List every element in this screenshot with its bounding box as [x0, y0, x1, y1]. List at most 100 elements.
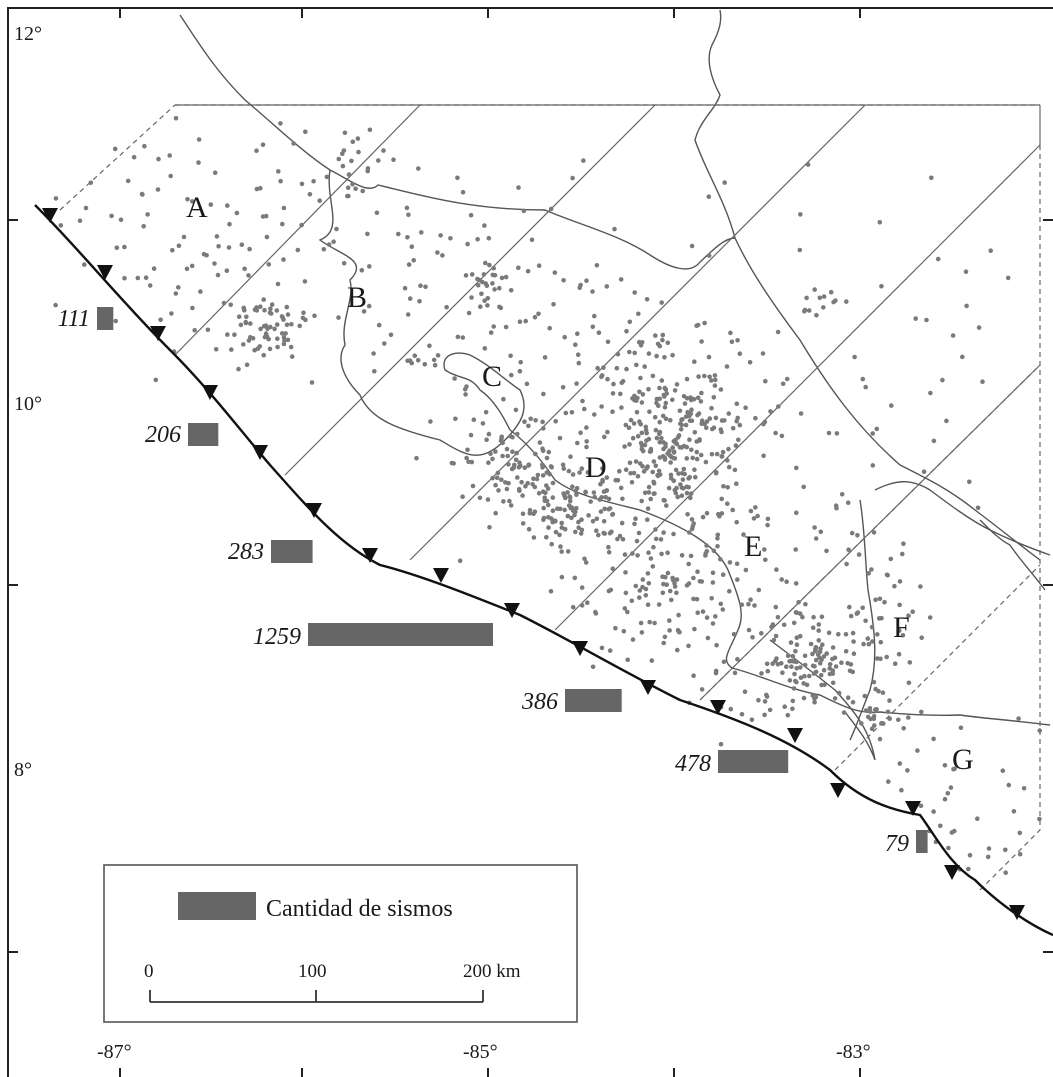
- epicenter-dot: [622, 606, 628, 611]
- epicenter-dot: [487, 525, 492, 530]
- epicenter-dot: [184, 266, 190, 272]
- epicenter-dot: [526, 526, 532, 532]
- epicenter-dot: [899, 787, 904, 793]
- epicenter-dot: [636, 530, 642, 536]
- epicenter-dot: [269, 302, 275, 307]
- epicenter-dot: [704, 543, 709, 548]
- epicenter-dot: [695, 322, 701, 328]
- epicenter-dot: [506, 462, 511, 467]
- epicenter-dot: [662, 457, 668, 462]
- epicenter-dot: [793, 610, 799, 615]
- epicenter-dot: [843, 632, 849, 637]
- epicenter-dot: [570, 604, 576, 610]
- epicenter-dot: [794, 635, 800, 640]
- epicenter-dot: [479, 291, 484, 297]
- epicenter-dot: [791, 620, 797, 626]
- epicenter-dot: [548, 589, 554, 594]
- epicenter-dot: [550, 495, 556, 500]
- epicenter-dot: [345, 185, 351, 190]
- epicenter-dot: [775, 329, 781, 335]
- epicenter-dot: [579, 517, 584, 522]
- epicenter-dot: [794, 510, 799, 516]
- epicenter-dot: [388, 332, 394, 338]
- epicenter-dot: [601, 365, 606, 370]
- epicenter-dot: [900, 551, 905, 557]
- epicenter-dot: [396, 231, 401, 237]
- epicenter-dot: [760, 351, 766, 356]
- epicenter-dot: [841, 710, 847, 715]
- epicenter-dot: [671, 531, 676, 537]
- epicenter-dot: [785, 653, 791, 659]
- epicenter-dot: [637, 389, 642, 395]
- epicenter-dot: [605, 376, 610, 382]
- epicenter-dot: [887, 698, 892, 703]
- epicenter-dot: [715, 544, 720, 549]
- epicenter-dot: [407, 296, 413, 301]
- epicenter-dot: [606, 496, 612, 502]
- epicenter-dot: [694, 449, 700, 455]
- epicenter-dot: [650, 373, 656, 379]
- epicenter-dot: [584, 425, 589, 430]
- epicenter-dot: [625, 609, 630, 615]
- epicenter-dot: [579, 527, 585, 533]
- epicenter-dot: [944, 418, 949, 424]
- epicenter-dot: [850, 630, 856, 636]
- zone-label-f: F: [893, 611, 910, 644]
- epicenter-dot: [645, 506, 651, 511]
- epicenter-dot: [832, 655, 838, 661]
- epicenter-dot: [869, 624, 875, 630]
- epicenter-dot: [732, 670, 738, 676]
- epicenter-dot: [262, 334, 268, 340]
- epicenter-dot: [331, 239, 336, 244]
- epicenter-dot: [660, 590, 666, 596]
- trench-tooth: [150, 326, 166, 341]
- epicenter-dot: [801, 484, 806, 490]
- epicenter-dot: [751, 516, 757, 521]
- epicenter-dot: [526, 462, 532, 468]
- epicenter-dot: [268, 311, 274, 316]
- epicenter-dot: [631, 421, 637, 426]
- epicenter-dot: [661, 581, 666, 587]
- epicenter-dot: [527, 511, 533, 516]
- epicenter-dot: [303, 129, 308, 135]
- epicenter-dot: [634, 409, 640, 415]
- epicenter-dot: [227, 221, 232, 227]
- epicenter-dot: [241, 342, 246, 347]
- epicenter-dot: [566, 468, 572, 474]
- epicenter-dot: [610, 391, 616, 396]
- epicenter-dot: [691, 575, 696, 581]
- epicenter-dot: [661, 446, 666, 452]
- epicenter-dot: [654, 396, 660, 402]
- epicenter-dot: [649, 658, 655, 663]
- epicenter-dot: [559, 549, 564, 554]
- epicenter-dot: [855, 533, 860, 538]
- epicenter-dot: [485, 303, 490, 308]
- epicenter-dot: [668, 472, 674, 478]
- epicenter-dot: [646, 490, 652, 495]
- epicenter-dot: [830, 671, 836, 676]
- epicenter-dot: [627, 349, 632, 355]
- epicenter-dot: [639, 430, 645, 436]
- epicenter-dot: [632, 521, 637, 527]
- epicenter-dot: [173, 291, 179, 296]
- epicenter-dot: [590, 324, 596, 330]
- epicenter-dot: [659, 378, 665, 383]
- epicenter-dot: [706, 354, 712, 360]
- epicenter-dot: [53, 302, 58, 308]
- epicenter-dot: [189, 263, 195, 269]
- epicenter-dot: [770, 622, 776, 627]
- epicenter-dot: [624, 366, 629, 372]
- epicenter-dot: [804, 295, 809, 301]
- epicenter-dot: [866, 571, 871, 576]
- epicenter-dot: [821, 667, 827, 673]
- epicenter-dot: [684, 456, 690, 461]
- epicenter-dot: [246, 273, 251, 278]
- epicenter-dot: [155, 187, 161, 192]
- epicenter-dot: [573, 529, 578, 535]
- epicenter-dot: [567, 495, 573, 500]
- epicenter-dot: [1017, 830, 1023, 836]
- epicenter-dot: [284, 322, 290, 328]
- epicenter-dot: [710, 580, 716, 585]
- epicenter-dot: [879, 615, 884, 621]
- epicenter-dot: [652, 414, 658, 420]
